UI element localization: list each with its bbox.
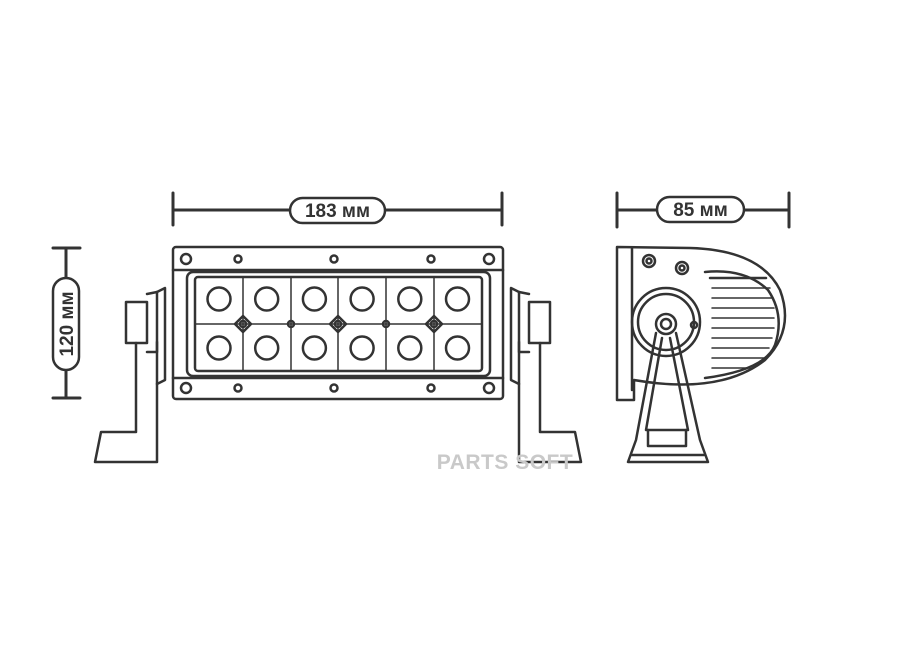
side-stand <box>626 331 710 464</box>
left-bracket <box>93 286 167 464</box>
side-housing <box>615 245 787 402</box>
led-lens <box>444 286 471 312</box>
led-lens <box>253 335 280 361</box>
led-array <box>206 286 471 361</box>
depth-dimension-label: 85 мм <box>673 200 728 221</box>
front-view <box>93 245 583 464</box>
led-lens <box>444 335 471 361</box>
depth-dimension <box>615 191 791 229</box>
led-lens <box>301 286 328 312</box>
width-dimension-label: 183 мм <box>305 201 370 222</box>
led-lens <box>349 286 375 312</box>
diamond-markers <box>233 314 444 334</box>
led-lens <box>397 286 423 312</box>
led-lens <box>206 286 232 312</box>
housing-outer <box>171 245 505 401</box>
side-pivot <box>630 286 702 358</box>
heatsink-fins <box>703 270 780 380</box>
watermark: PARTS SOFT <box>437 451 573 474</box>
led-lens <box>253 286 280 312</box>
right-bracket <box>509 286 583 464</box>
lens-frame <box>185 270 492 378</box>
height-dimension-label: 120 мм <box>57 291 78 356</box>
led-lens <box>301 335 328 361</box>
side-view <box>615 245 787 464</box>
width-dimension <box>171 191 504 227</box>
height-dimension <box>51 246 82 400</box>
led-lens <box>397 335 423 361</box>
led-lens <box>206 335 232 361</box>
led-lens <box>349 335 375 361</box>
